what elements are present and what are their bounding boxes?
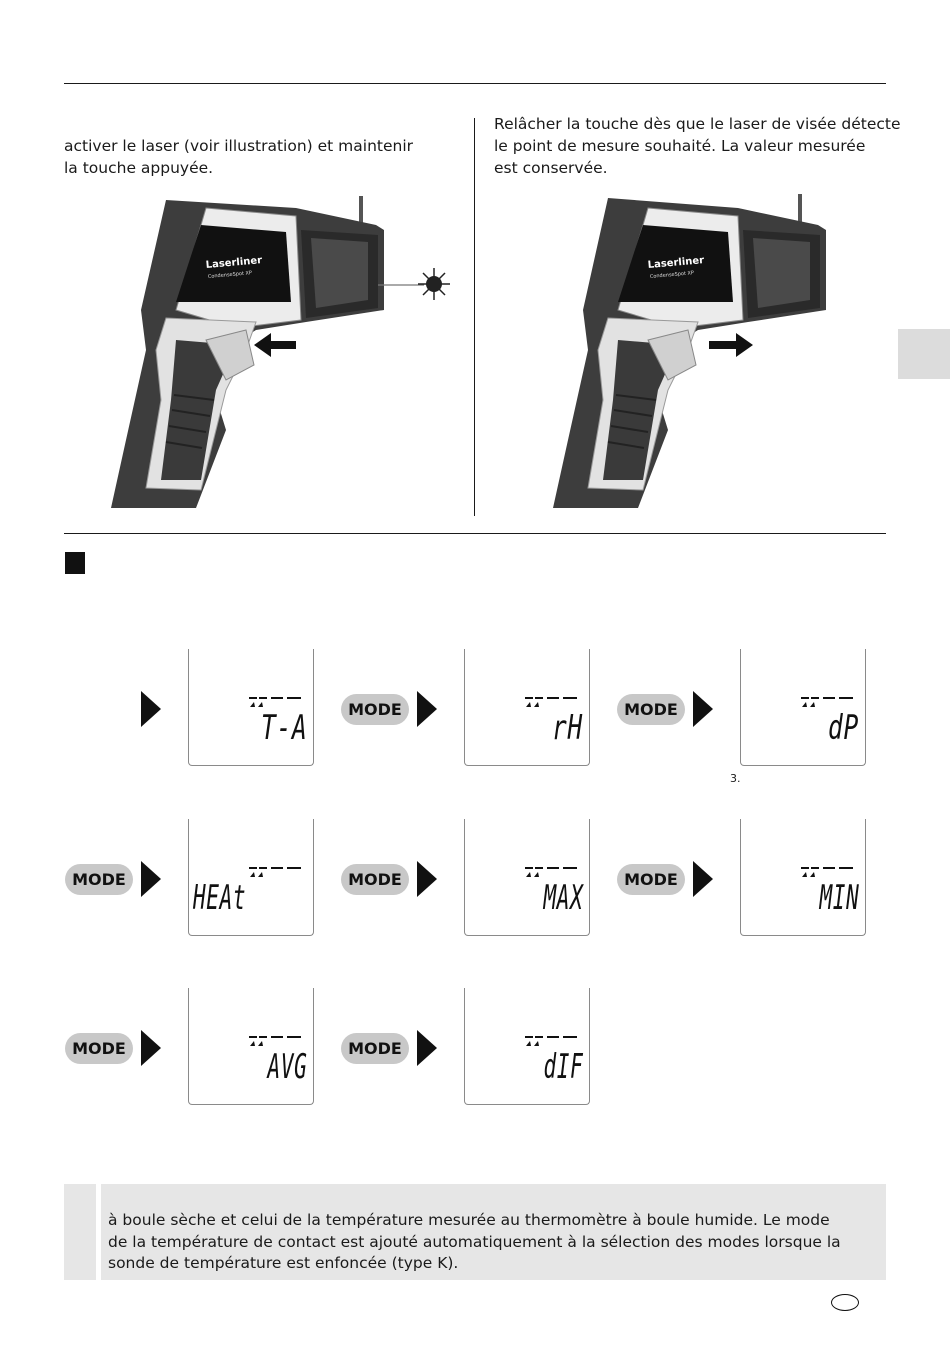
mode-button[interactable]: MODE (617, 864, 685, 895)
arrow-right-icon (693, 691, 713, 727)
top-rule (64, 83, 886, 84)
lcd-indicator-icon (525, 1036, 577, 1046)
note-line: à boule sèche et celui de la température… (108, 1211, 830, 1229)
mode-button[interactable]: MODE (341, 864, 409, 895)
note-text: à boule sèche et celui de la température… (108, 1210, 841, 1275)
lcd-screen: MAX (464, 819, 590, 936)
lcd-screen: dP (740, 649, 866, 766)
section-rule (64, 533, 886, 534)
lcd-screen: AVG (188, 988, 314, 1105)
left-paragraph-line: la touche appuyée. (64, 159, 214, 177)
device-model-text: CondenseSpot XP (208, 270, 253, 280)
arrow-right-icon (693, 861, 713, 897)
right-paragraph-line: est conservée. (494, 159, 608, 177)
note-line: sonde de température est enfoncée (type … (108, 1254, 459, 1272)
lcd-mode-label: AVG (267, 1047, 307, 1087)
lcd-indicator-icon (801, 867, 853, 877)
lcd-screen: T-A (188, 649, 314, 766)
mode-button[interactable]: MODE (65, 864, 133, 895)
device-model-text: CondenseSpot XP (650, 270, 695, 280)
lcd-screen: MIN (740, 819, 866, 936)
note-line: de la température de contact est ajouté … (108, 1232, 841, 1251)
arrow-right-icon (417, 861, 437, 897)
arrow-right-icon (417, 1030, 437, 1066)
lcd-screen: rH (464, 649, 590, 766)
arrow-right-icon (141, 691, 161, 727)
arrow-right-icon (141, 1030, 161, 1066)
lcd-indicator-icon (801, 697, 853, 707)
arrow-right-icon (417, 691, 437, 727)
lcd-mode-label: T-A (260, 708, 307, 748)
lcd-mode-label: dP (828, 708, 859, 748)
arrow-right-icon (141, 861, 161, 897)
lcd-indicator-icon (249, 697, 301, 707)
right-paragraph-line: le point de mesure souhaité. La valeur m… (494, 137, 866, 155)
lcd-mode-label: dIF (543, 1047, 583, 1087)
section-marker (65, 552, 85, 574)
device-brand-text: Laserliner (205, 255, 262, 271)
device-brand-text: Laserliner (647, 255, 704, 271)
right-paragraph-line: Relâcher la touche dès que le laser de v… (494, 115, 901, 133)
lcd-indicator-icon (525, 697, 577, 707)
lcd-screen: dIF (464, 988, 590, 1105)
mode-button[interactable]: MODE (617, 694, 685, 725)
device-illustration-release: Laserliner CondenseSpot XP (553, 194, 826, 508)
lcd-indicator-icon (249, 867, 301, 877)
right-paragraph: Relâcher la touche dès que le laser de v… (494, 113, 901, 179)
lcd-mode-label: MAX (543, 878, 583, 918)
footnote-number: 3. (730, 772, 741, 785)
mode-button[interactable]: MODE (341, 694, 409, 725)
lcd-mode-label: HEAt (193, 878, 247, 918)
side-tab (898, 329, 950, 379)
mode-button[interactable]: MODE (65, 1033, 133, 1064)
mode-button[interactable]: MODE (341, 1033, 409, 1064)
lcd-mode-label: MIN (819, 878, 859, 918)
note-box (64, 1184, 886, 1280)
left-paragraph: activer le laser (voir illustration) et … (64, 135, 413, 179)
lcd-indicator-icon (525, 867, 577, 877)
left-paragraph-line: activer le laser (voir illustration) et … (64, 137, 414, 155)
lcd-screen: HEAt (188, 819, 314, 936)
device-illustration-press: Laserliner CondenseSpot XP (111, 196, 450, 508)
language-badge-icon (831, 1294, 859, 1311)
lcd-indicator-icon (249, 1036, 301, 1046)
note-box-separator (96, 1184, 101, 1280)
column-divider (474, 118, 475, 516)
lcd-mode-label: rH (552, 708, 583, 748)
